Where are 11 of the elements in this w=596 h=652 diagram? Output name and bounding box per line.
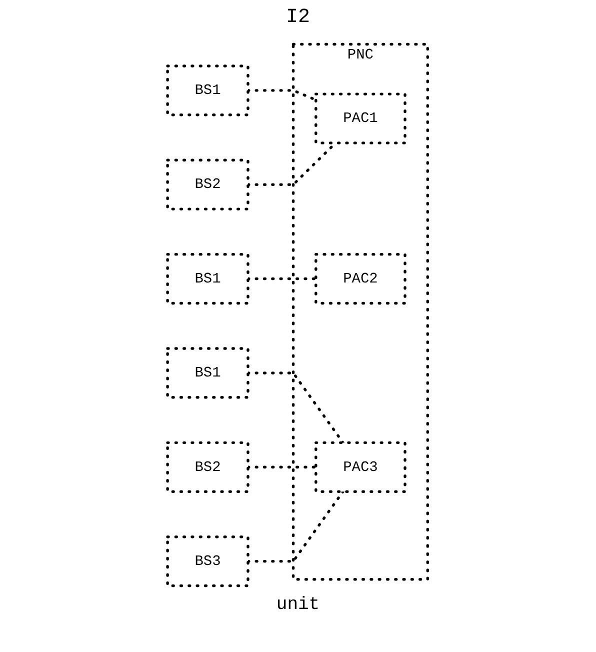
diagram-title: I2 — [284, 6, 311, 29]
node-box: BS2 — [166, 441, 250, 493]
node-box: BS1 — [166, 347, 250, 399]
node-box: BS3 — [166, 536, 250, 588]
node-box: BS1 — [166, 64, 250, 116]
node-box: BS2 — [166, 158, 250, 210]
node-box: PAC3 — [314, 441, 407, 493]
node-box: PAC2 — [314, 252, 407, 305]
node-box: BS1 — [166, 252, 250, 305]
node-box: PAC1 — [314, 92, 407, 144]
node-caption: unit — [276, 595, 320, 615]
